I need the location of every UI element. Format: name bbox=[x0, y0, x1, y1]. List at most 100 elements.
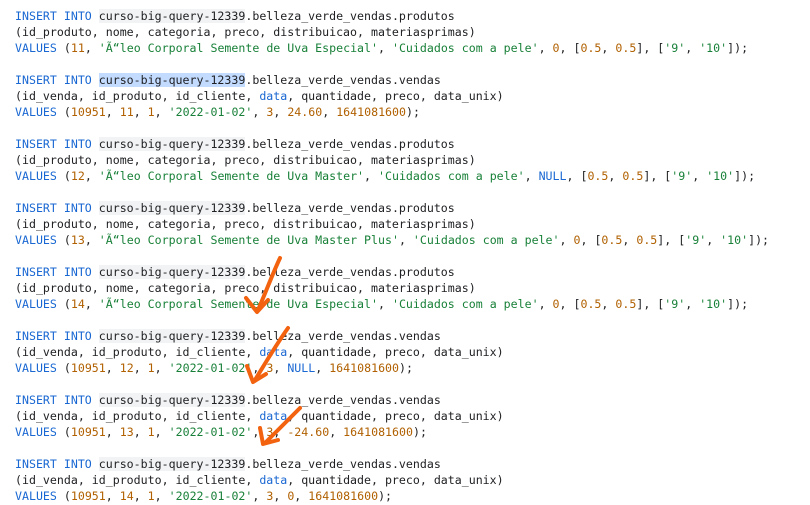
sql-values-line[interactable]: VALUES (12, 'Ã“leo Corporal Semente de U… bbox=[15, 169, 756, 183]
column-list-end: , quantidade, preco, data_unix) bbox=[287, 345, 504, 359]
values-open-paren: ( bbox=[56, 489, 71, 503]
value-data-unix: 1641081600 bbox=[329, 361, 400, 375]
sql-columns-line[interactable]: (id_produto, nome, categoria, preco, dis… bbox=[15, 216, 476, 232]
table-path: .belleza_verde_vendas.vendas bbox=[245, 73, 441, 87]
values-open-paren: ( bbox=[56, 425, 71, 439]
sql-values-line[interactable]: VALUES (10951, 11, 1, '2022-01-02', 3, 2… bbox=[15, 105, 420, 119]
sql-insert-line[interactable]: INSERT INTO curso-big-query-12339.bellez… bbox=[15, 392, 441, 408]
values-open-paren: ( bbox=[56, 297, 71, 311]
value-data-unix: 1641081600 bbox=[336, 105, 406, 119]
value-quantidade: 3 bbox=[266, 425, 274, 439]
value-id-cliente: 1 bbox=[147, 361, 155, 375]
table-path: .belleza_verde_vendas.vendas bbox=[245, 393, 441, 407]
values-close-paren: ); bbox=[734, 41, 749, 55]
sql-insert-line[interactable]: INSERT INTO curso-big-query-12339.bellez… bbox=[15, 200, 455, 216]
sql-columns-line[interactable]: (id_produto, nome, categoria, preco, dis… bbox=[15, 280, 476, 296]
sql-insert-line[interactable]: INSERT INTO curso-big-query-12339.bellez… bbox=[15, 264, 455, 280]
column-list-start: (id_venda, id_produto, id_cliente, bbox=[15, 89, 260, 103]
project-id: curso-big-query-12339 bbox=[98, 329, 246, 343]
value-nome: 'Ã“leo Corporal Semente de Uva Especial' bbox=[98, 297, 378, 311]
values-close-paren: ); bbox=[406, 105, 420, 119]
value-nome: 'Ã“leo Corporal Semente de Uva Master Pl… bbox=[98, 233, 399, 247]
column-list-end: , quantidade, preco, data_unix) bbox=[287, 89, 504, 103]
values-open-paren: ( bbox=[56, 41, 71, 55]
table-path: .belleza_verde_vendas.produtos bbox=[245, 137, 455, 151]
column-data-keyword: data bbox=[259, 345, 288, 359]
project-id: curso-big-query-12339 bbox=[98, 9, 246, 23]
sql-values-line[interactable]: VALUES (10951, 13, 1, '2022-01-02', 3, -… bbox=[15, 425, 427, 439]
values-keyword: VALUES bbox=[15, 169, 57, 183]
value-id-produto: 14 bbox=[70, 297, 85, 311]
project-id: curso-big-query-12339 bbox=[98, 137, 246, 151]
value-id-cliente: 1 bbox=[147, 425, 155, 439]
sql-values-line[interactable]: VALUES (14, 'Ã“leo Corporal Semente de U… bbox=[15, 297, 749, 311]
value-id-produto: 11 bbox=[119, 105, 134, 119]
value-id-produto: 13 bbox=[70, 233, 85, 247]
value-nome: 'Ã“leo Corporal Semente de Uva Master' bbox=[98, 169, 365, 183]
value-quantidade: 3 bbox=[266, 105, 274, 119]
insert-into-keyword: INSERT INTO bbox=[15, 457, 92, 471]
table-path: .belleza_verde_vendas.produtos bbox=[245, 265, 455, 279]
sql-insert-line[interactable]: INSERT INTO curso-big-query-12339.bellez… bbox=[15, 456, 441, 472]
column-data-keyword: data bbox=[259, 473, 288, 487]
value-preco: 0 bbox=[552, 297, 560, 311]
sql-insert-line[interactable]: INSERT INTO curso-big-query-12339.bellez… bbox=[15, 72, 441, 88]
sql-insert-line[interactable]: INSERT INTO curso-big-query-12339.bellez… bbox=[15, 8, 455, 24]
value-quantidade: 3 bbox=[266, 361, 274, 375]
value-distribuicao: [0.5, 0.5] bbox=[580, 169, 651, 183]
value-id-venda: 10951 bbox=[70, 361, 106, 375]
column-list: (id_produto, nome, categoria, preco, dis… bbox=[15, 25, 476, 39]
value-distribuicao: [0.5, 0.5] bbox=[594, 233, 665, 247]
sql-insert-line[interactable]: INSERT INTO curso-big-query-12339.bellez… bbox=[15, 328, 441, 344]
sql-insert-line[interactable]: INSERT INTO curso-big-query-12339.bellez… bbox=[15, 136, 455, 152]
values-keyword: VALUES bbox=[15, 105, 57, 119]
sql-columns-line[interactable]: (id_venda, id_produto, id_cliente, data,… bbox=[15, 472, 504, 488]
value-categoria: 'Cuidados com a pele' bbox=[412, 233, 560, 247]
insert-into-keyword: INSERT INTO bbox=[15, 393, 92, 407]
column-list: (id_produto, nome, categoria, preco, dis… bbox=[15, 217, 476, 231]
values-close-paren: ); bbox=[755, 233, 770, 247]
table-path: .belleza_verde_vendas.vendas bbox=[245, 457, 441, 471]
insert-into-keyword: INSERT INTO bbox=[15, 9, 92, 23]
sql-values-line[interactable]: VALUES (10951, 14, 1, '2022-01-02', 3, 0… bbox=[15, 489, 393, 503]
insert-into-keyword: INSERT INTO bbox=[15, 265, 92, 279]
values-open-paren: ( bbox=[56, 169, 71, 183]
insert-into-keyword: INSERT INTO bbox=[15, 201, 92, 215]
column-list: (id_produto, nome, categoria, preco, dis… bbox=[15, 281, 476, 295]
sql-columns-line[interactable]: (id_produto, nome, categoria, preco, dis… bbox=[15, 24, 476, 40]
value-distribuicao: [0.5, 0.5] bbox=[573, 41, 644, 55]
values-open-paren: ( bbox=[56, 233, 71, 247]
value-preco: 0 bbox=[287, 489, 295, 503]
sql-values-line[interactable]: VALUES (10951, 12, 1, '2022-01-02', 3, N… bbox=[15, 361, 413, 375]
value-data: '2022-01-02' bbox=[168, 425, 253, 439]
values-close-paren: ); bbox=[399, 361, 413, 375]
sql-values-line[interactable]: VALUES (11, 'Ã“leo Corporal Semente de U… bbox=[15, 41, 749, 55]
sql-columns-line[interactable]: (id_produto, nome, categoria, preco, dis… bbox=[15, 152, 476, 168]
value-data: '2022-01-02' bbox=[168, 489, 253, 503]
column-list-start: (id_venda, id_produto, id_cliente, bbox=[15, 473, 260, 487]
values-open-paren: ( bbox=[56, 105, 71, 119]
insert-into-keyword: INSERT INTO bbox=[15, 73, 92, 87]
sql-columns-line[interactable]: (id_venda, id_produto, id_cliente, data,… bbox=[15, 344, 504, 360]
value-id-produto: 14 bbox=[119, 489, 134, 503]
project-id: curso-big-query-12339 bbox=[98, 393, 246, 407]
sql-columns-line[interactable]: (id_venda, id_produto, id_cliente, data,… bbox=[15, 408, 504, 424]
values-close-paren: ); bbox=[734, 297, 749, 311]
value-categoria: 'Cuidados com a pele' bbox=[378, 169, 525, 183]
value-materiasprimas: ['9', '10'] bbox=[657, 41, 735, 55]
sql-columns-line[interactable]: (id_venda, id_produto, id_cliente, data,… bbox=[15, 88, 504, 104]
value-id-venda: 10951 bbox=[70, 105, 106, 119]
values-keyword: VALUES bbox=[15, 233, 57, 247]
values-keyword: VALUES bbox=[15, 41, 57, 55]
table-path: .belleza_verde_vendas.vendas bbox=[245, 329, 441, 343]
value-id-produto: 13 bbox=[119, 425, 134, 439]
column-list-start: (id_venda, id_produto, id_cliente, bbox=[15, 409, 260, 423]
sql-values-line[interactable]: VALUES (13, 'Ã“leo Corporal Semente de U… bbox=[15, 233, 770, 247]
column-list-start: (id_venda, id_produto, id_cliente, bbox=[15, 345, 260, 359]
column-data-keyword: data bbox=[259, 89, 288, 103]
values-close-paren: ); bbox=[412, 425, 427, 439]
values-keyword: VALUES bbox=[15, 425, 57, 439]
project-id: curso-big-query-12339 bbox=[98, 457, 246, 471]
value-preco: 0 bbox=[552, 41, 560, 55]
